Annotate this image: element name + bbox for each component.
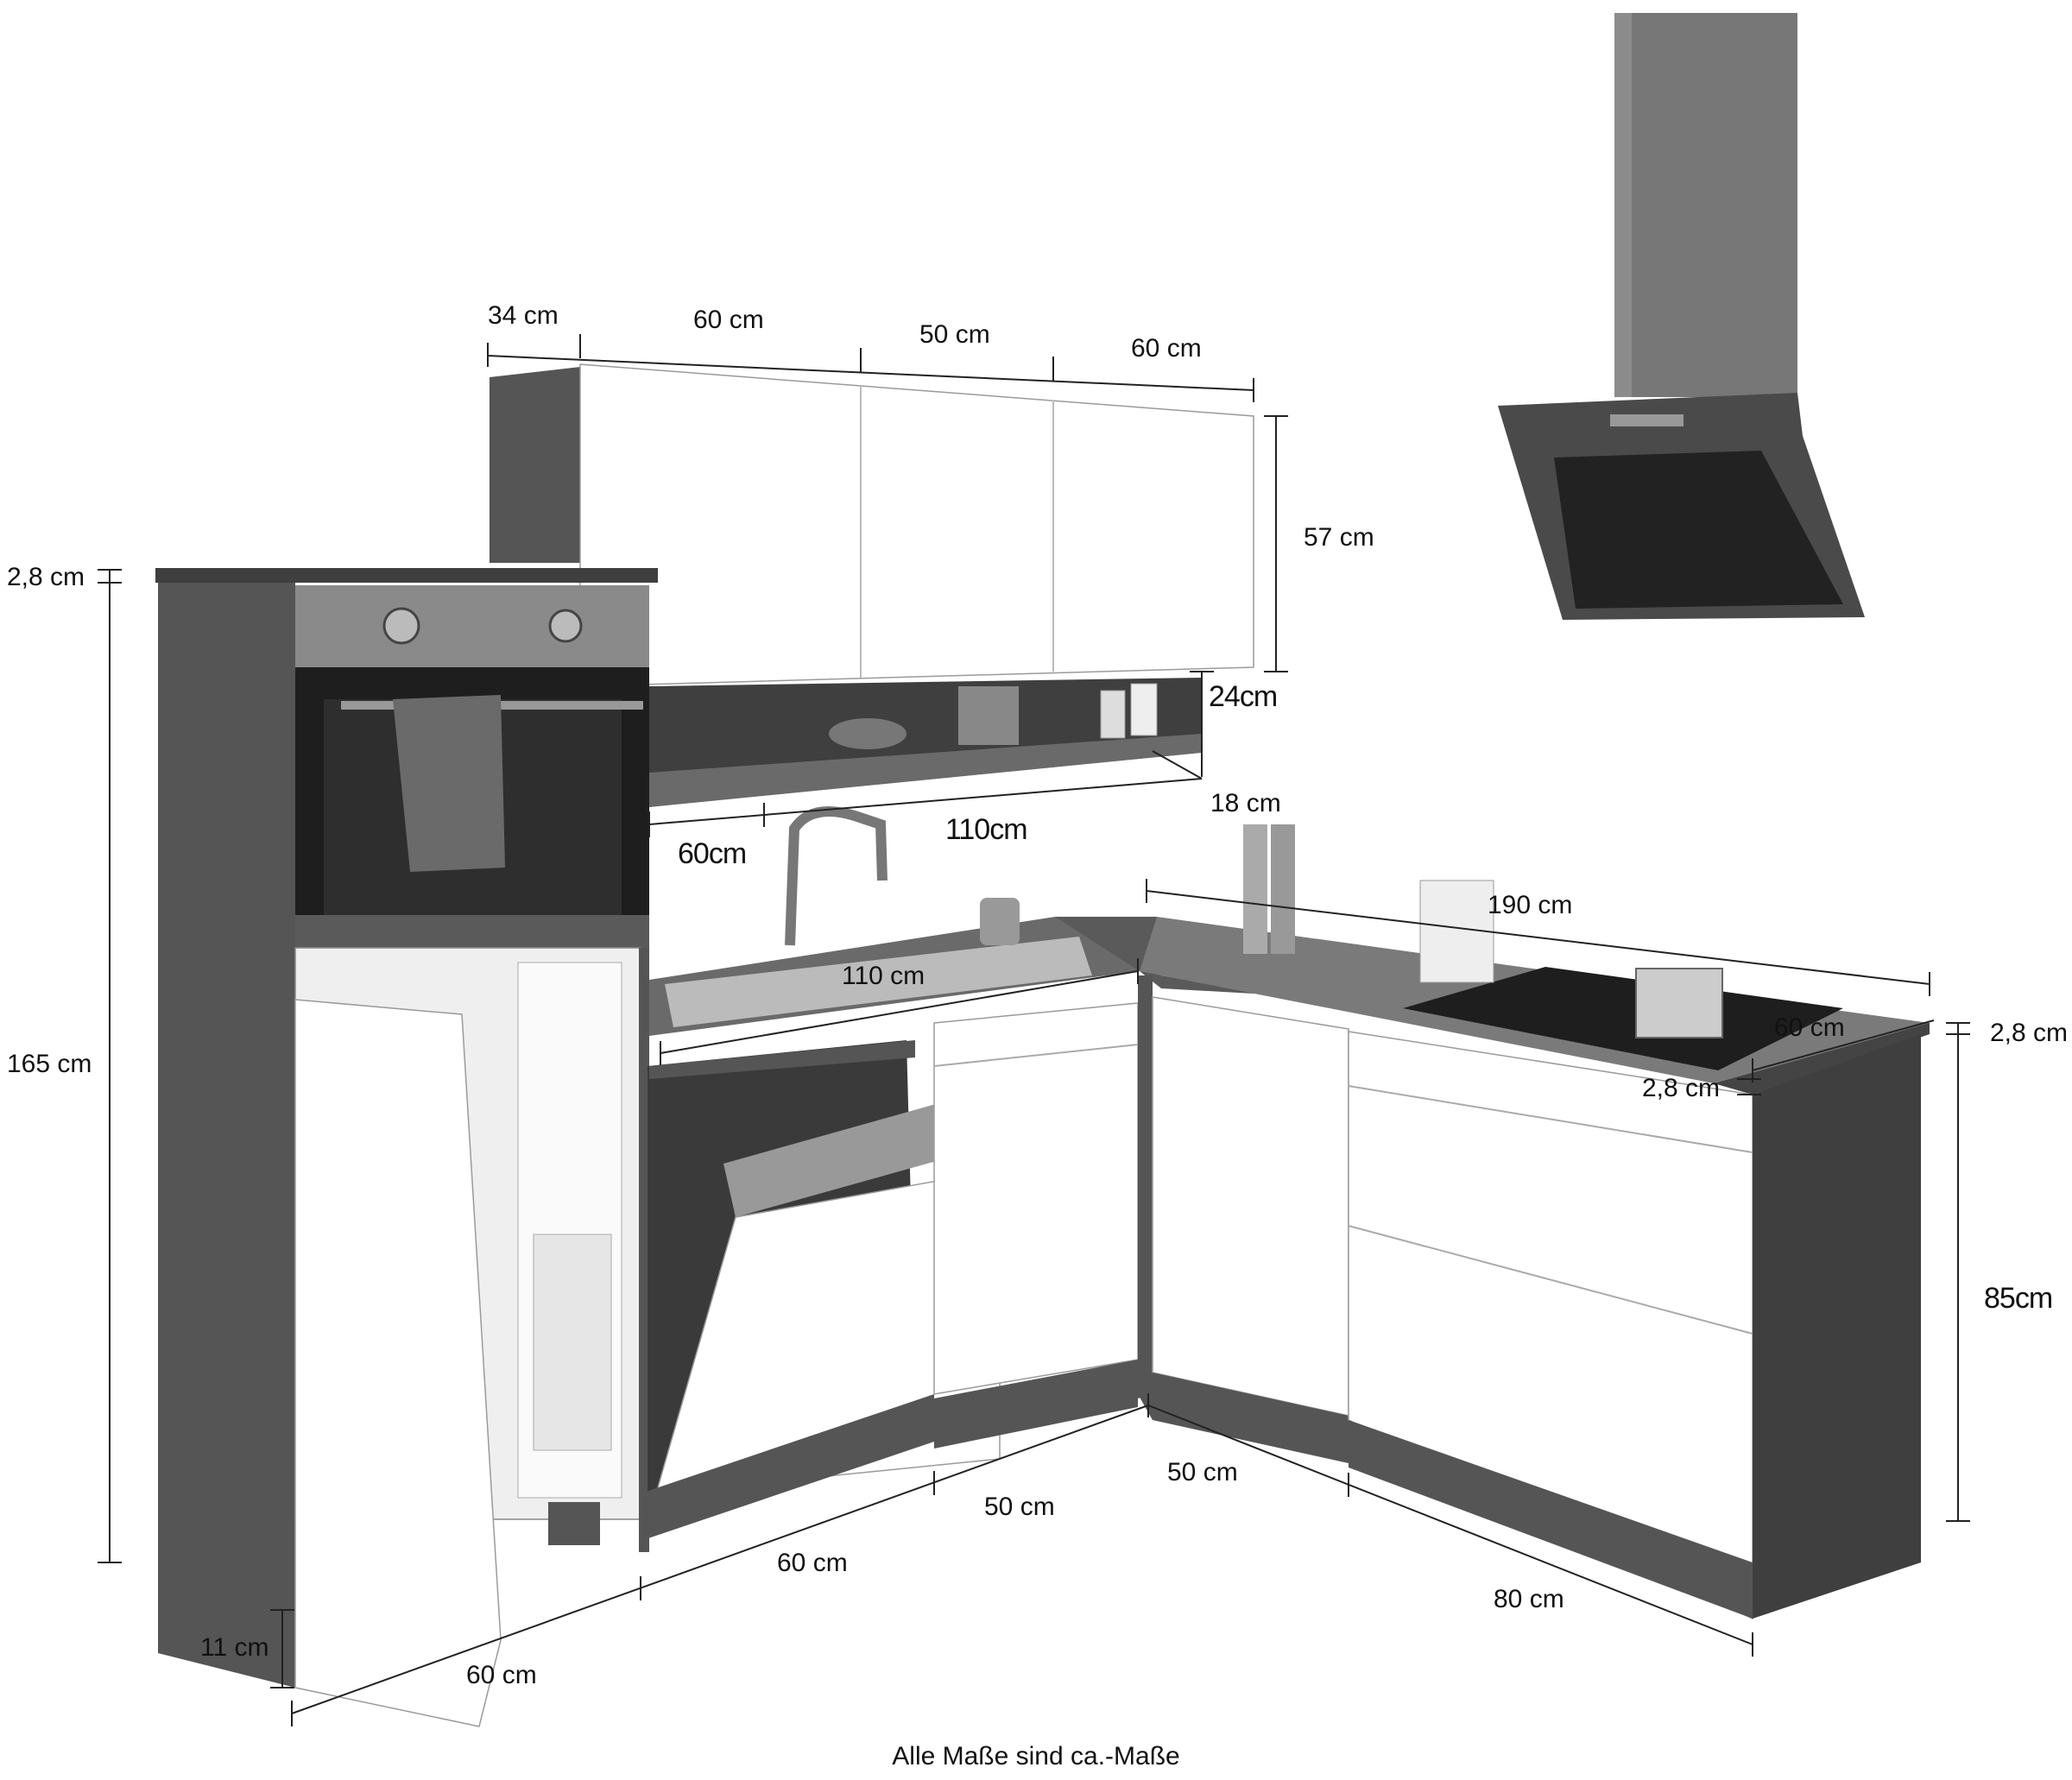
tall-cabinet — [155, 568, 658, 1727]
dimension-labels: 34 cm 60 cm 50 cm 60 cm 57 cm 24cm 18 cm… — [7, 301, 2068, 1689]
label-shelf-segment: 60cm — [678, 837, 746, 870]
label-dishwasher-width: 60 cm — [777, 1549, 848, 1577]
label-corner-cabinet-width: 50 cm — [1167, 1458, 1238, 1486]
label-wall-height: 57 cm — [1304, 523, 1374, 552]
label-wall-1-width: 60 cm — [693, 306, 764, 334]
wall-cabinets — [490, 363, 1254, 807]
label-tall-height: 165 cm — [7, 1050, 92, 1078]
label-shelf-width: 110cm — [945, 813, 1027, 846]
label-plinth-height: 11 cm — [200, 1633, 268, 1662]
sink-worktop — [649, 806, 1140, 1036]
label-sink-worktop: 110 cm — [842, 962, 925, 990]
label-overhang: 2,8 cm — [1642, 1074, 1720, 1102]
label-corner-worktop: 190 cm — [1488, 891, 1572, 919]
label-base-height: 85cm — [1984, 1282, 2052, 1315]
label-drawer-cabinet-width: 80 cm — [1494, 1585, 1564, 1613]
dimension-lines — [98, 334, 1970, 1726]
label-top-thickness-left: 2,8 cm — [7, 563, 85, 591]
dishwasher — [641, 1040, 1029, 1541]
label-shelf-height: 24cm — [1209, 680, 1277, 713]
corner-base-cabinet — [1138, 975, 1349, 1463]
label-sink-cabinet-width: 50 cm — [984, 1493, 1055, 1521]
drawer-cabinet — [1348, 1031, 1921, 1620]
label-thickness-right: 2,8 cm — [1990, 1019, 2068, 1047]
label-worktop-depth: 60 cm — [1774, 1013, 1845, 1042]
corner-worktop — [1055, 824, 1930, 1095]
range-hood — [1498, 13, 1865, 620]
label-wall-3-width: 60 cm — [1131, 334, 1202, 363]
label-wall-depth: 34 cm — [488, 301, 559, 330]
label-wall-2-width: 50 cm — [919, 320, 990, 349]
caption: Alle Maße sind ca.-Maße — [892, 1742, 1180, 1771]
label-shelf-depth: 18 cm — [1210, 789, 1281, 817]
label-tall-width: 60 cm — [466, 1661, 537, 1689]
sink-cabinet — [933, 1002, 1139, 1449]
